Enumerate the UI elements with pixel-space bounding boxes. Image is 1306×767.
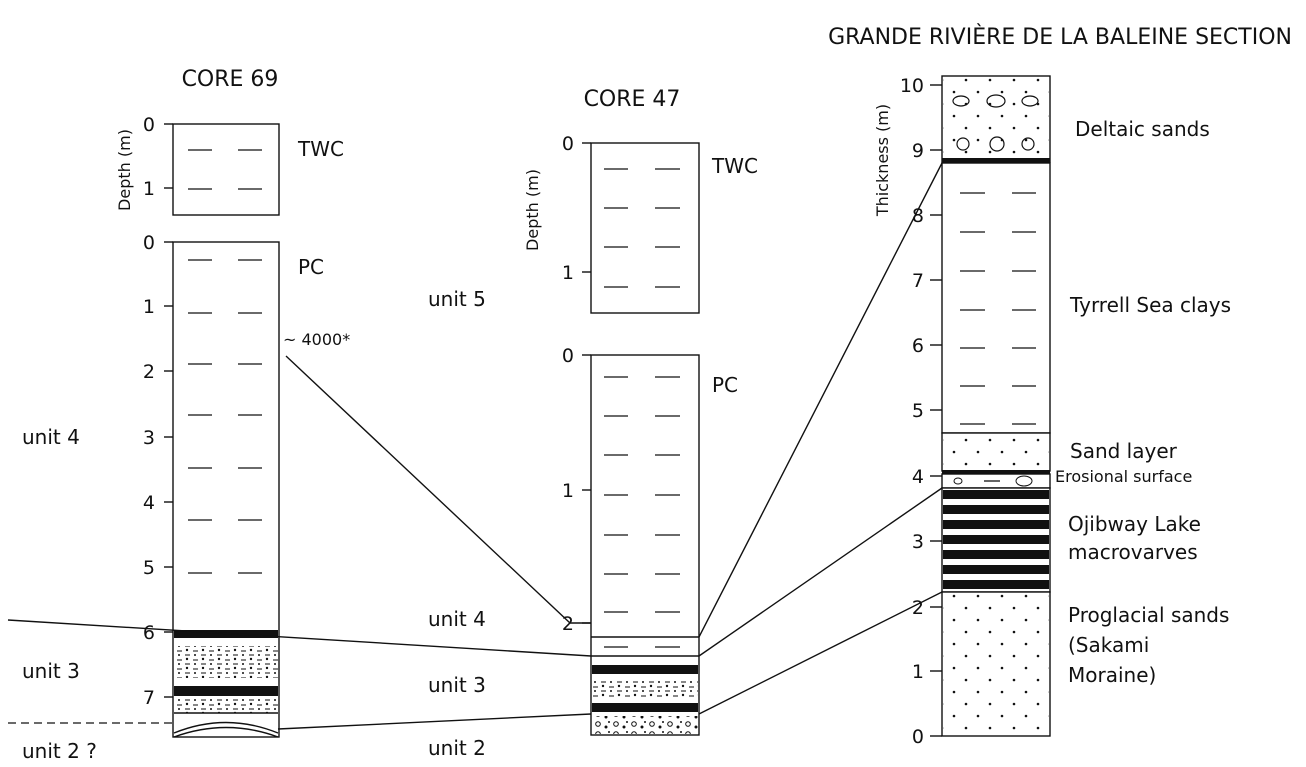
layer-label-wrap: Proglacial sands (Sakami Moraine) (1068, 603, 1230, 687)
core47-unit-label: unit 3 (428, 673, 486, 697)
date-annotation: ~ 4000* (283, 330, 350, 349)
core69-pc-tick: 2 (143, 361, 155, 383)
core47-gravel (592, 716, 698, 734)
core47-twc-tick: 1 (562, 262, 574, 284)
core47-pc-box (590, 354, 700, 736)
core47-dark-band (592, 703, 698, 712)
section-column: Thickness (m) (873, 75, 1231, 748)
core47-twc-box (590, 142, 700, 314)
core69-pc-tick: 6 (143, 622, 155, 644)
section-axis-label: Thickness (m) (873, 104, 892, 217)
layer-label: Sand layer (1070, 439, 1178, 463)
core69-unit-label: unit 2 ? (22, 739, 97, 763)
core69-pc-tick: 4 (143, 492, 155, 514)
core69-unit-label: unit 3 (22, 659, 80, 683)
core69-pc-label: PC (298, 255, 324, 279)
core69-pc-tick: 5 (143, 557, 155, 579)
core69-twc-tick: 1 (143, 178, 155, 200)
section-tick: 3 (912, 531, 924, 553)
layer-label: Ojibway Lake macrovarves (1068, 512, 1201, 564)
section-axis: 0 1 2 3 4 5 6 7 8 9 10 (900, 75, 942, 748)
section-tick: 6 (912, 335, 924, 357)
layer-label: Deltaic sands (1075, 117, 1210, 141)
core47-unit-label: unit 4 (428, 607, 486, 631)
core69-unit-label: unit 4 (22, 425, 80, 449)
correlation-line (277, 713, 592, 730)
core47-pc-axis: 0 1 2 (562, 345, 591, 635)
core69-title: CORE 69 (182, 67, 279, 92)
section-tick: 1 (912, 661, 924, 683)
section-tick: 8 (912, 205, 924, 227)
core47-unit-label: unit 5 (428, 287, 486, 311)
core47-clay-dashes (604, 376, 680, 648)
section-tick: 0 (912, 726, 924, 748)
core47-twc-label: TWC (711, 154, 758, 178)
core69-axis-label: Depth (m) (115, 129, 134, 211)
core47-pc-label: PC (712, 373, 738, 397)
section-tick: 2 (912, 597, 924, 619)
core69-twc-label: TWC (297, 137, 344, 161)
core69-dark-band (174, 686, 278, 696)
core47-twc-tick: 0 (562, 133, 574, 155)
core47: CORE 47 0 1 TWC Depth (m) (428, 87, 758, 760)
core47-title: CORE 47 (584, 87, 681, 112)
section-tick: 9 (912, 140, 924, 162)
correlation-line (698, 487, 943, 657)
core69: CORE 69 0 1 TWC Depth (m) (22, 67, 350, 763)
layer-label: Proglacial sands (Sakami Moraine) (1068, 603, 1230, 687)
section-tick: 10 (900, 75, 924, 97)
section-clay-dashes (960, 192, 1036, 425)
correlation-line (698, 591, 943, 715)
layer-label: Erosional surface (1055, 467, 1192, 486)
core69-twc-tick: 0 (143, 114, 155, 136)
tyrrell-sea-clays-layer (941, 162, 1051, 434)
core69-diamict (174, 646, 278, 678)
layer-label-wrap: Ojibway Lake macrovarves (1068, 512, 1201, 564)
correlation-lines (7, 162, 943, 730)
core69-pc-tick: 3 (143, 427, 155, 449)
core47-diamict (592, 679, 698, 697)
correlation-line (7, 619, 592, 657)
core69-pc-tick: 0 (143, 232, 155, 254)
core69-pc-axis: 0 1 2 3 4 5 6 7 (143, 232, 173, 709)
core69-pc-tick: 1 (143, 296, 155, 318)
core69-pc-tick: 7 (143, 687, 155, 709)
core47-dark-band (592, 665, 698, 674)
section-tick: 7 (912, 270, 924, 292)
core47-unit-label: unit 2 (428, 736, 486, 760)
section-title: GRANDE RIVIÈRE DE LA BALEINE SECTION (828, 24, 1292, 50)
core47-pc-tick: 0 (562, 345, 574, 367)
layer-label: Tyrrell Sea clays (1069, 293, 1231, 317)
core47-axis-label: Depth (m) (523, 169, 542, 251)
correlation-line (698, 162, 943, 638)
section-tick: 5 (912, 400, 924, 422)
core69-clay-dashes (188, 259, 262, 574)
section-tick: 4 (912, 466, 924, 488)
core69-twc-box (172, 123, 280, 216)
core47-pc-tick: 1 (562, 480, 574, 502)
correlation-line (285, 355, 571, 624)
